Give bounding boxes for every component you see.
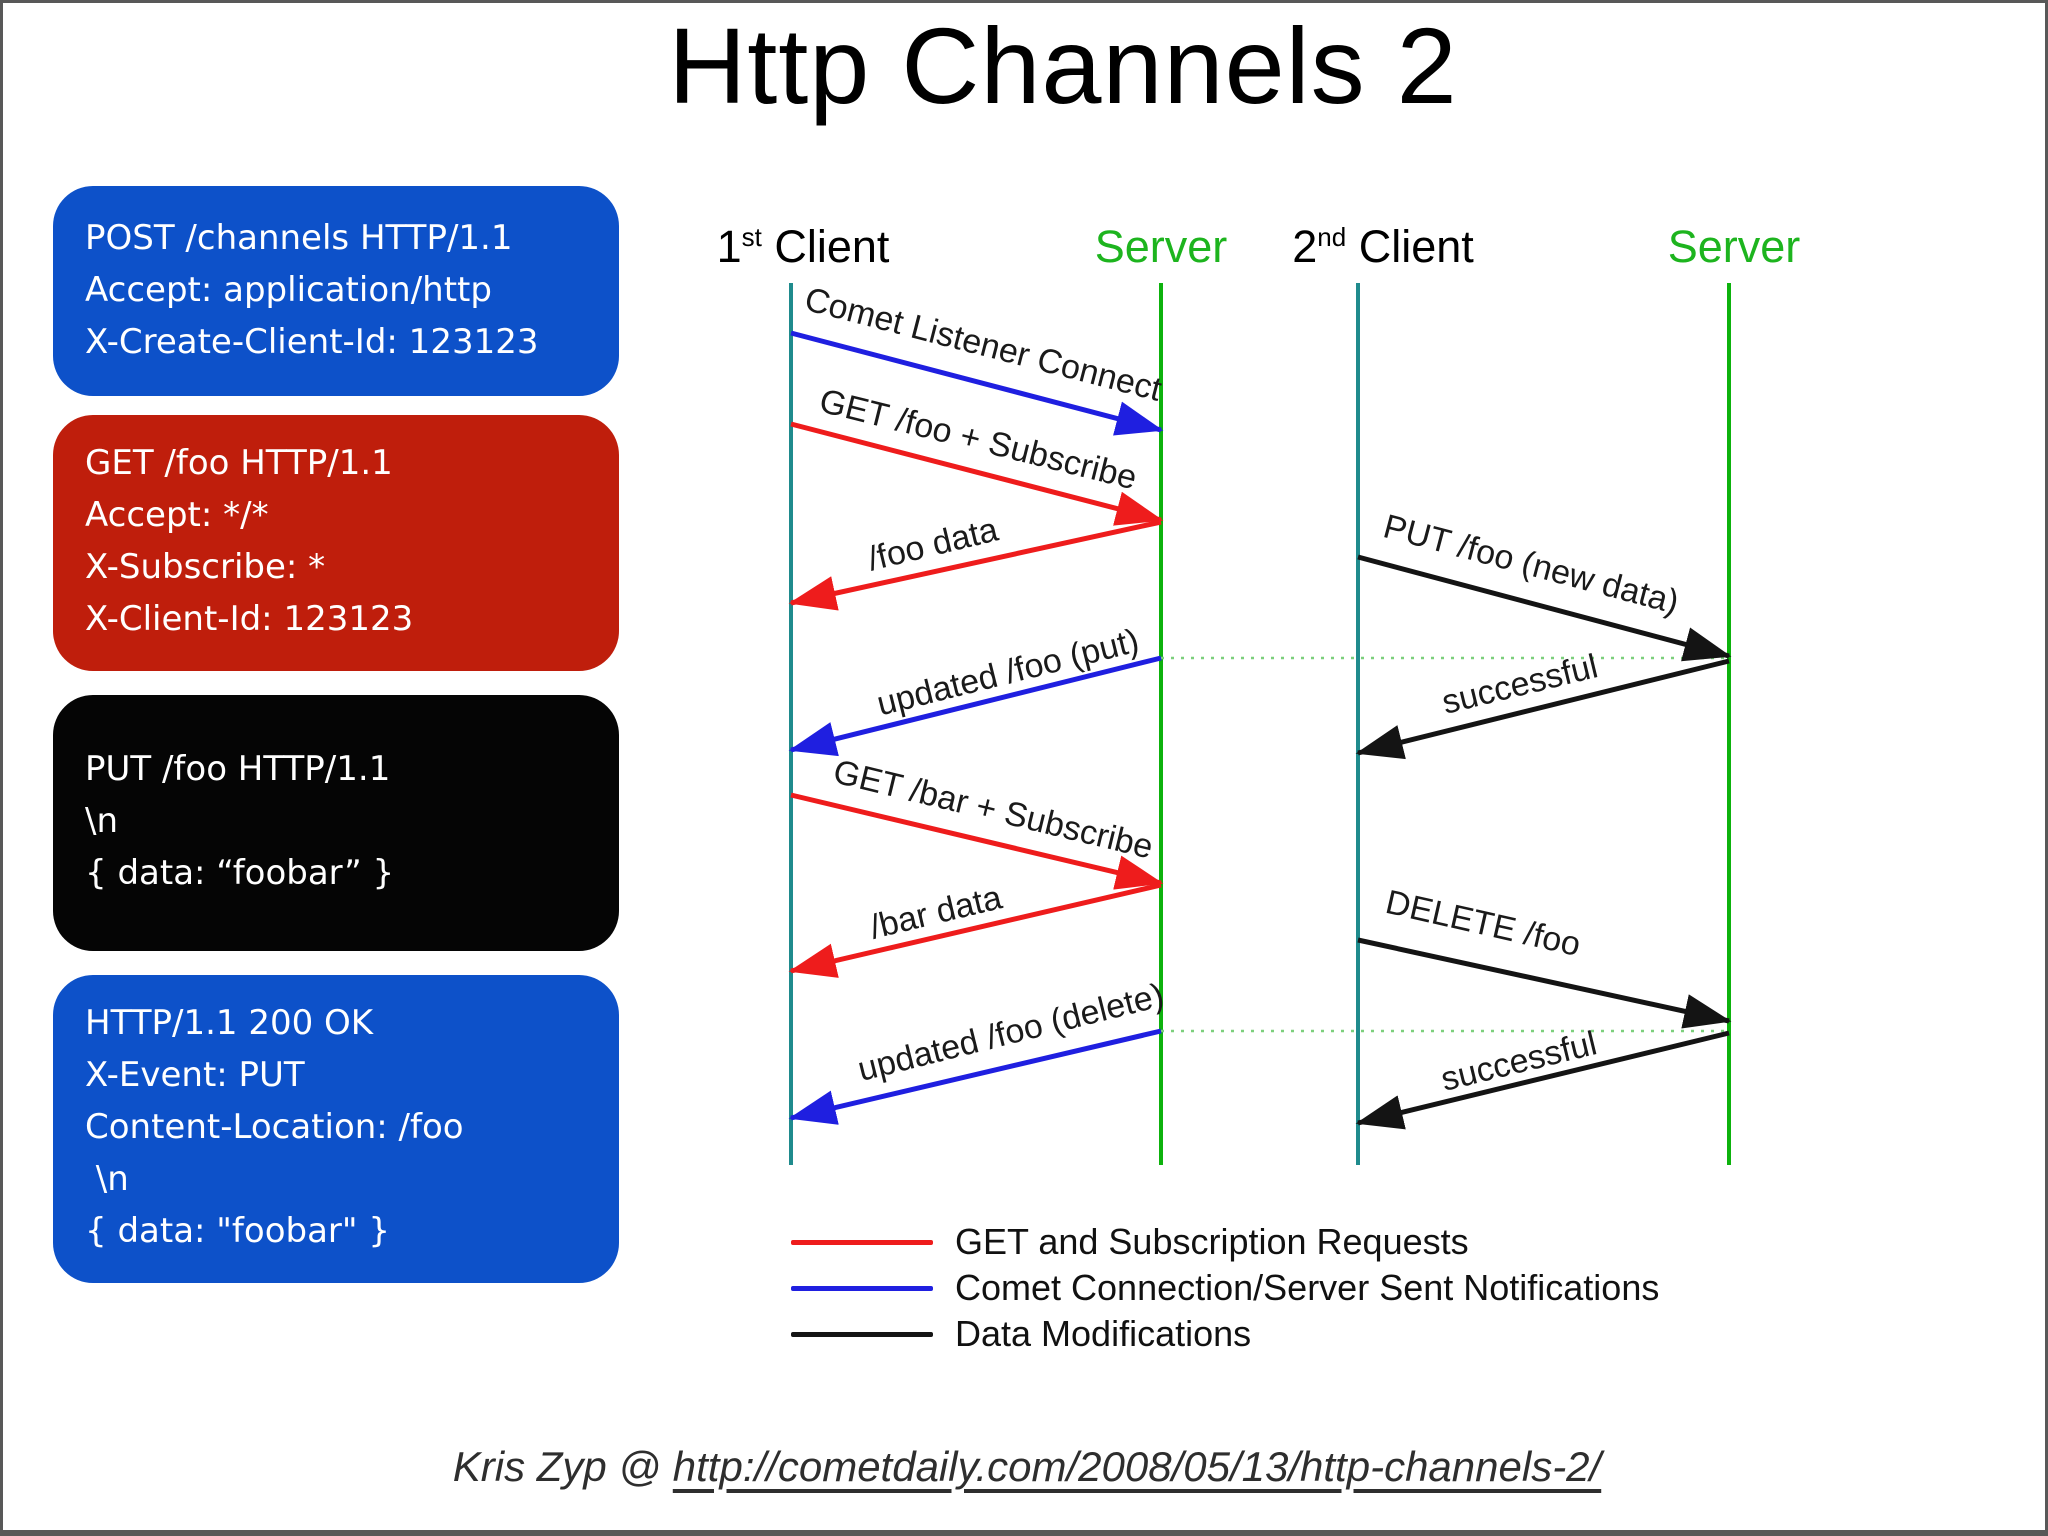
request-header-line: Accept: */*: [85, 495, 269, 535]
request-header-line: X-Client-Id: 123123: [85, 599, 414, 639]
slide-title: Http Channels 2: [668, 5, 1458, 126]
message-arrow-request: [788, 519, 1162, 611]
message-arrow-request: [790, 421, 1164, 526]
request-header-line: { data: “foobar” }: [85, 853, 395, 893]
request-header-line: GET /foo HTTP/1.1: [85, 443, 393, 483]
put-foo-request-box: PUT /foo HTTP/1.1 \n { data: “foobar” }: [53, 695, 619, 951]
request-header-line: PUT /foo HTTP/1.1: [85, 749, 391, 789]
request-header-line: \n: [85, 801, 119, 841]
lifeline-label-client2: 2nd Client: [1292, 221, 1474, 272]
lifeline-label-client1: 1st Client: [716, 221, 890, 272]
request-header-line: X-Event: PUT: [85, 1055, 305, 1095]
message-arrow-request: [790, 792, 1164, 890]
message-arrow-comet: [788, 1028, 1162, 1125]
http-200-response-box: HTTP/1.1 200 OK X-Event: PUT Content-Locat…: [53, 975, 619, 1283]
legend: GET and Subscription Requests Comet Conn…: [791, 1219, 1659, 1357]
request-header-line: Content-Location: /foo: [85, 1107, 464, 1147]
request-header-line: { data: "foobar" }: [85, 1211, 390, 1251]
legend-label: Data Modifications: [955, 1313, 1252, 1354]
legend-swatch-request: [791, 1239, 933, 1245]
request-header-line: \n: [85, 1159, 129, 1199]
message-arrow-data: [1357, 554, 1732, 662]
footer-credit: Kris Zyp @ http://cometdaily.com/2008/05…: [3, 1443, 2045, 1491]
legend-row: GET and Subscription Requests: [791, 1219, 1659, 1265]
request-header-line: X-Subscribe: *: [85, 547, 326, 587]
legend-swatch-comet: [791, 1285, 933, 1291]
footer-author: Kris Zyp @: [452, 1443, 673, 1490]
footer-link[interactable]: http://cometdaily.com/2008/05/13/http-ch…: [672, 1443, 1602, 1490]
message-arrow-comet: [788, 655, 1162, 757]
message-arrow-data: [1355, 1030, 1730, 1130]
message-arrow-data: [1357, 937, 1732, 1029]
request-header-line: X-Create-Client-Id: 123123: [85, 322, 539, 362]
legend-label: Comet Connection/Server Sent Notificatio…: [955, 1267, 1660, 1308]
legend-row: Data Modifications: [791, 1311, 1659, 1357]
legend-row: Comet Connection/Server Sent Notificatio…: [791, 1265, 1659, 1311]
request-header-line: POST /channels HTTP/1.1: [85, 218, 513, 258]
legend-label: GET and Subscription Requests: [955, 1221, 1469, 1262]
message-arrow-data: [1355, 658, 1730, 760]
lifeline-label-server2: Server: [1667, 221, 1801, 272]
message-arrow-comet: [790, 330, 1164, 436]
message-arrow-request: [788, 882, 1162, 978]
request-header-line: HTTP/1.1 200 OK: [85, 1003, 374, 1043]
lifeline-label-server1: Server: [1094, 221, 1228, 272]
request-header-line: Accept: application/http: [85, 270, 492, 310]
legend-swatch-data: [791, 1331, 933, 1337]
sequence-diagram: [788, 283, 1732, 1165]
